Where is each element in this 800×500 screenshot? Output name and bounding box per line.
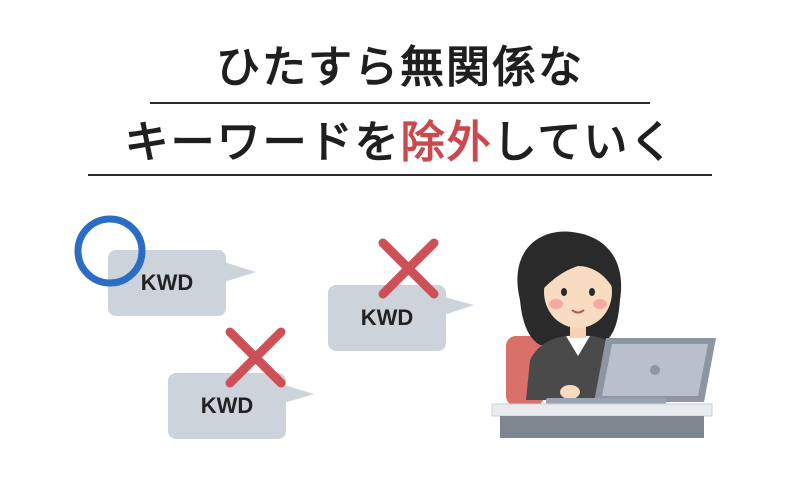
title-line-2-prefix: キーワードを: [124, 117, 401, 168]
keyword-label-2: KWD: [360, 305, 414, 330]
title-line-2-suffix: していく: [492, 117, 676, 168]
title-line-2: キーワードを除外していく: [0, 115, 800, 171]
keyword-bubble-2: KWD: [328, 285, 446, 351]
bubble-tail-1: [224, 262, 256, 282]
cross-mark-icon: [378, 238, 439, 299]
title-line-1: ひたすら無関係な: [216, 42, 584, 93]
cross-mark-icon: [225, 327, 286, 388]
bubble-tail-3: [284, 385, 314, 403]
title-underline-2: [88, 174, 712, 176]
bubble-tail-2: [444, 297, 474, 315]
circle-mark-icon: [74, 215, 146, 287]
keyword-bubble-3: KWD: [168, 373, 286, 439]
keyword-label-3: KWD: [200, 393, 254, 418]
keyword-label-1: KWD: [140, 270, 194, 295]
title-underline-1: [150, 102, 650, 104]
title-emphasis: 除外: [400, 117, 493, 168]
woman-at-laptop-illustration: [491, 231, 716, 438]
keyword-bubble-1: KWD: [108, 250, 226, 316]
